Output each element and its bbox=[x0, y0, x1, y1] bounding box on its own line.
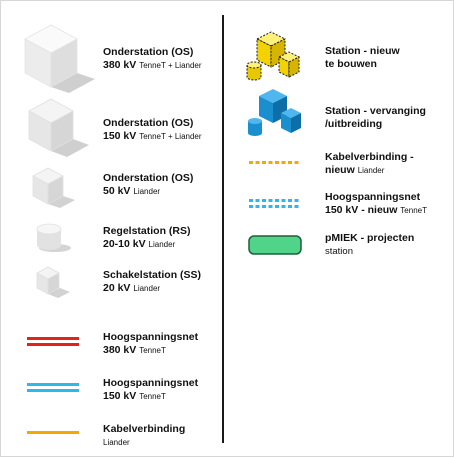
item-title: Regelstation (RS) bbox=[103, 225, 191, 237]
item-line1: pMIEK - projecten bbox=[325, 232, 415, 244]
white-cube-large-icon bbox=[21, 21, 97, 93]
green-rounded-rectangle-icon bbox=[248, 235, 302, 255]
item-line1: Hoogspanningsnet bbox=[325, 191, 421, 203]
item-title: Onderstation (OS) bbox=[103, 46, 194, 58]
orange-line-icon bbox=[27, 431, 79, 435]
item-line1: Station - nieuw bbox=[325, 45, 400, 57]
item-voltage: 150 kV bbox=[103, 390, 137, 402]
item-line2: te bouwen bbox=[325, 58, 377, 70]
white-cube-tiny-icon bbox=[36, 266, 72, 298]
blue-station-cluster-icon bbox=[245, 87, 307, 139]
blue-dashed-double-line-icon bbox=[249, 199, 301, 209]
item-voltage: 20-10 kV bbox=[103, 238, 146, 250]
item-title: Hoogspanningsnet bbox=[103, 377, 199, 389]
item-owner: TenneT bbox=[400, 206, 427, 215]
item-title: Schakelstation (SS) bbox=[103, 269, 202, 281]
red-double-line-icon bbox=[27, 337, 79, 347]
item-owner: TenneT bbox=[139, 346, 166, 355]
blue-double-line-icon bbox=[27, 383, 79, 393]
item-voltage: 50 kV bbox=[103, 185, 131, 197]
item-voltage: 150 kV bbox=[103, 130, 137, 142]
item-line2: 150 kV - nieuw bbox=[325, 204, 398, 216]
item-line2: nieuw bbox=[325, 164, 355, 176]
item-owner: TenneT + Liander bbox=[139, 132, 202, 141]
item-voltage: 20 kV bbox=[103, 282, 131, 294]
item-owner: Liander bbox=[357, 166, 385, 175]
white-cube-medium-icon bbox=[27, 97, 91, 159]
item-subtitle: station bbox=[325, 246, 353, 257]
yellow-station-cluster-icon bbox=[245, 29, 307, 83]
item-title: Kabelverbinding bbox=[103, 423, 186, 435]
cylinder-icon bbox=[35, 221, 75, 253]
item-voltage: 380 kV bbox=[103, 344, 137, 356]
item-title: Onderstation (OS) bbox=[103, 117, 194, 129]
item-owner: Liander bbox=[133, 187, 161, 196]
item-owner: Liander bbox=[133, 284, 161, 293]
white-cube-small-icon bbox=[31, 166, 77, 208]
orange-dashed-line-icon bbox=[249, 161, 301, 165]
item-line1: Station - vervanging bbox=[325, 105, 426, 117]
item-voltage: 380 kV bbox=[103, 59, 137, 71]
item-title: Hoogspanningsnet bbox=[103, 331, 199, 343]
item-owner: Liander bbox=[103, 438, 130, 447]
item-line1: Kabelverbinding - bbox=[325, 151, 414, 163]
item-title: Onderstation (OS) bbox=[103, 172, 194, 184]
item-owner: TenneT bbox=[139, 392, 166, 401]
item-line2: /uitbreiding bbox=[325, 118, 383, 130]
item-owner: TenneT + Liander bbox=[139, 61, 202, 70]
column-divider bbox=[222, 15, 224, 443]
item-owner: Liander bbox=[148, 240, 176, 249]
